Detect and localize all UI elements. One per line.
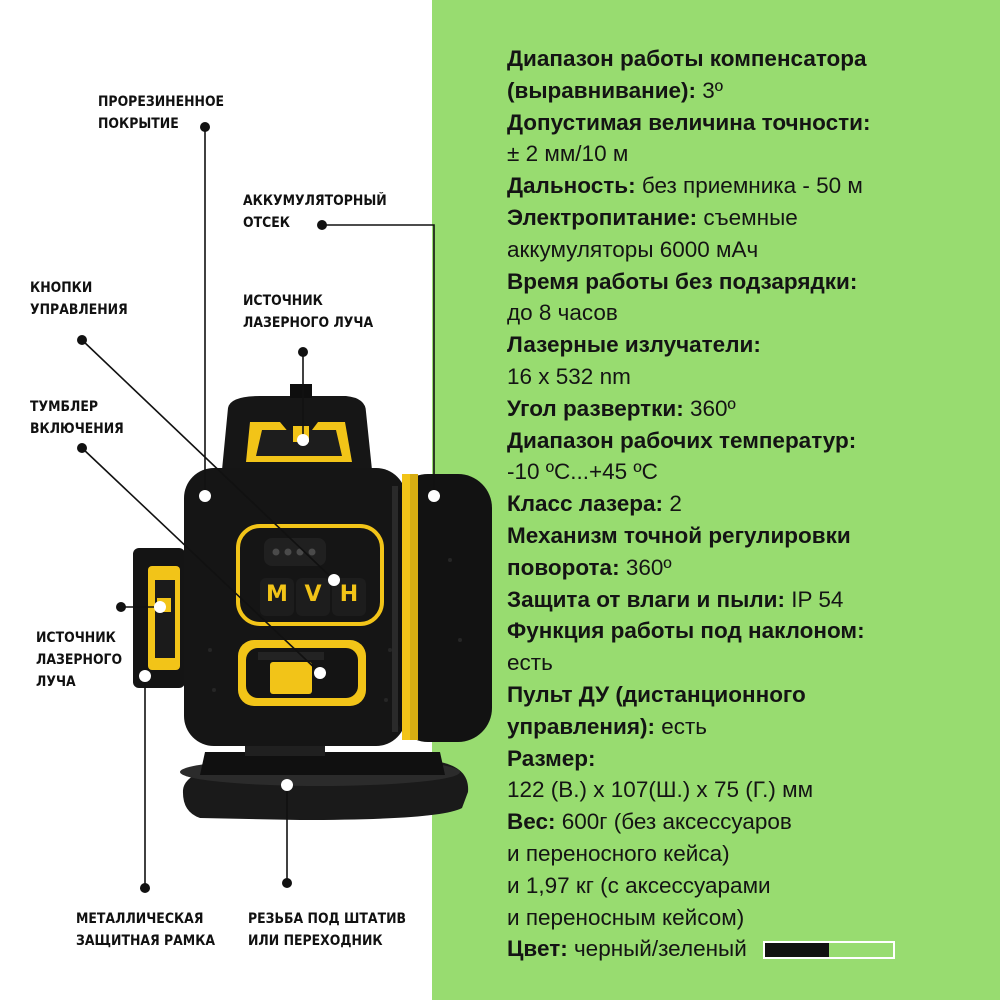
rubber-texture [208,558,462,702]
callout-control-buttons: КНОПКИ УПРАВЛЕНИЯ [30,280,128,318]
spec-compensator-cont: (выравнивание): 3º [507,77,724,103]
callout-laser-source-side: ИСТОЧНИК ЛАЗЕРНОГО ЛУЧА [36,630,123,690]
mode-button-v: V [304,582,322,607]
spec-remote: Пульт ДУ (дистанционного [507,681,806,707]
spec-accuracy: Допустимая величина точности: [507,109,871,135]
spec-color: Цвет: черный/зеленый [507,933,987,965]
control-panel [236,524,384,626]
spec-size: Размер: [507,745,596,771]
side-laser-housing [133,548,185,688]
spec-runtime-value: до 8 часов [507,300,618,326]
base-plate [180,738,469,820]
color-swatch-black [764,943,829,958]
spec-emitters-value: 16 х 532 nm [507,363,631,389]
spec-weight-cont3: и переносным кейсом) [507,904,745,930]
spec-laser-class: Класс лазера: 2 [507,491,682,517]
callout-targets [139,434,440,791]
power-toggle [238,640,366,706]
spec-temperature-value: -10 ºС...+45 ºС [507,459,658,485]
callout-rubber-coating: ПРОРЕЗИНЕННОЕ ПОКРЫТИЕ [98,94,225,132]
spec-mechanism-cont: поворота: 360º [507,554,672,580]
spec-ip-rating: Защита от влаги и пыли: IP 54 [507,586,844,612]
spec-remote-cont: управления): есть [507,713,707,739]
spec-tilt: Функция работы под наклоном: [507,618,865,644]
spec-emitters: Лазерные излучатели: [507,332,761,358]
spec-weight-cont1: и переносного кейса) [507,840,730,866]
color-swatch-green [828,943,893,958]
color-swatch [762,941,895,960]
callout-metal-frame: МЕТАЛЛИЧЕСКАЯ ЗАЩИТНАЯ РАМКА [76,911,216,949]
specs-panel [432,0,1000,1000]
spec-temperature: Диапазон рабочих температур: [507,427,857,453]
callout-laser-source-top: ИСТОЧНИК ЛАЗЕРНОГО ЛУЧА [243,293,374,331]
mode-button-h: H [339,582,359,607]
spec-size-value: 122 (В.) х 107(Ш.) х 75 (Г.) мм [507,777,814,803]
spec-power: Электропитание: съемные [507,204,798,230]
callout-endpoints [77,122,327,893]
spec-runtime: Время работы без подзарядки: [507,268,858,294]
callout-power-toggle: ТУМБЛЕР ВКЛЮЧЕНИЯ [30,399,124,437]
spec-tilt-value: есть [507,650,553,676]
callout-tripod-thread: РЕЗЬБА ПОД ШТАТИВ ИЛИ ПЕРЕХОДНИК [248,911,407,949]
spec-accuracy-value: ± 2 мм/10 м [507,141,629,167]
mode-buttons: M V H [260,582,366,616]
mode-button-m: M [266,582,288,607]
spec-compensator: Диапазон работы компенсатора [507,46,867,71]
spec-mechanism: Механизм точной регулировки [507,522,851,548]
spec-range: Дальность: без приемника - 50 м [507,173,863,199]
top-laser-head [222,384,372,470]
spec-scan-angle: Угол развертки: 360º [507,395,736,421]
spec-power-cont: аккумуляторы 6000 мАч [507,236,759,262]
spec-weight: Вес: 600г (без аксессуаров [507,809,792,835]
callout-battery-compartment: АККУМУЛЯТОРНЫЙ ОТСЕК [243,193,387,231]
spec-list: Диапазон работы компенсатора (выравниван… [507,43,987,965]
spec-weight-cont2: и 1,97 кг (с аксессуарами [507,872,771,898]
callout-lines [81,127,435,888]
